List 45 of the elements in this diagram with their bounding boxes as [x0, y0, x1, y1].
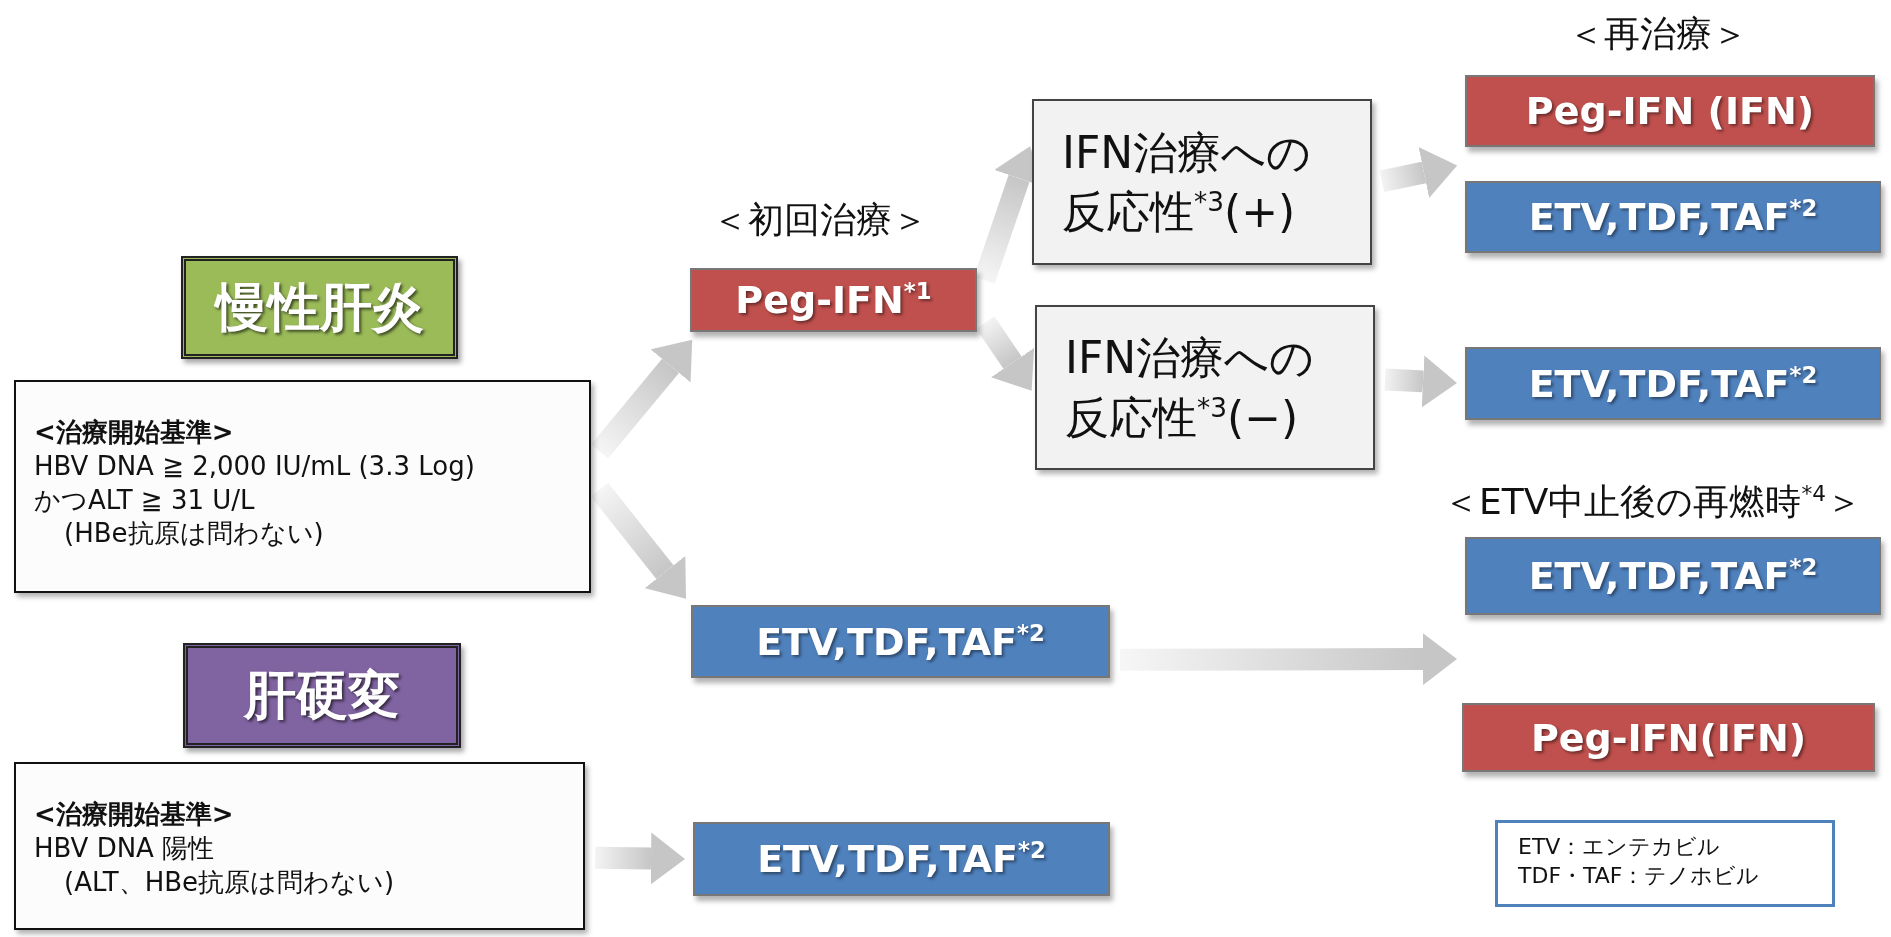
block-arrow	[591, 339, 693, 459]
criteria-text: HBV DNA ≧ 2,000 IU/mL (3.3 Log)	[34, 449, 476, 483]
column-heading: ＜ETV中止後の再燃時$^{*4}$＞	[1443, 480, 1862, 524]
column-heading: ＜再治療＞	[1568, 12, 1748, 56]
block-arrow	[594, 832, 685, 885]
diagnosis-box	[181, 256, 458, 359]
criteria-box	[14, 380, 591, 593]
response-label: IFN治療への反応性$^{*3}$(+)	[1062, 125, 1313, 239]
criteria-text: (HBe抗原は問わない)	[63, 517, 325, 551]
diagnosis-label: 肝硬変	[244, 663, 400, 727]
block-arrow	[1384, 355, 1457, 408]
treatment-label: ETV,TDF,TAF$^{*2}$	[1528, 195, 1818, 239]
block-arrow	[590, 482, 687, 599]
treatment-label: Peg-IFN(IFN)	[1530, 715, 1807, 760]
criteria-heading: <治療開始基準>	[34, 798, 235, 831]
treatment-box	[1465, 347, 1881, 420]
criteria-text: かつALT ≧ 31 U/L	[34, 483, 256, 517]
criteria-heading: <治療開始基準>	[34, 416, 235, 449]
treatment-label: ETV,TDF,TAF$^{*2}$	[756, 619, 1045, 664]
criteria-text: HBV DNA 陽性	[34, 831, 216, 865]
treatment-label: Peg-IFN$^{*1}$	[735, 278, 932, 322]
treatment-box	[1465, 75, 1875, 147]
response-label: IFN治療への反応性$^{*3}$(−)	[1065, 331, 1316, 445]
criteria-text: (ALT、HBe抗原は問わない)	[63, 865, 396, 899]
block-arrow	[976, 316, 1035, 391]
criteria-box	[14, 762, 585, 930]
block-arrow	[1379, 147, 1458, 198]
response-box	[1035, 305, 1375, 470]
treatment-label: ETV,TDF,TAF$^{*2}$	[757, 837, 1046, 881]
treatment-box	[693, 822, 1110, 896]
treatment-box	[690, 268, 977, 332]
treatment-box	[691, 605, 1110, 678]
abbreviation-text: TDF・TAF：テノホビル	[1518, 861, 1761, 890]
diagnosis-label: 慢性肝炎	[215, 275, 424, 339]
treatment-box	[1462, 703, 1875, 772]
treatment-label: ETV,TDF,TAF$^{*2}$	[1528, 361, 1818, 406]
column-heading: ＜初回治療＞	[712, 198, 928, 242]
treatment-box	[1465, 537, 1881, 615]
response-box	[1032, 99, 1372, 265]
treatment-box	[1465, 181, 1881, 253]
block-arrow	[1119, 633, 1457, 686]
abbreviation-text: ETV：エンテカビル	[1518, 833, 1722, 861]
treatment-label: ETV,TDF,TAF$^{*2}$	[1528, 554, 1818, 598]
treatment-label: Peg-IFN (IFN)	[1525, 89, 1815, 133]
diagnosis-box	[183, 643, 461, 748]
